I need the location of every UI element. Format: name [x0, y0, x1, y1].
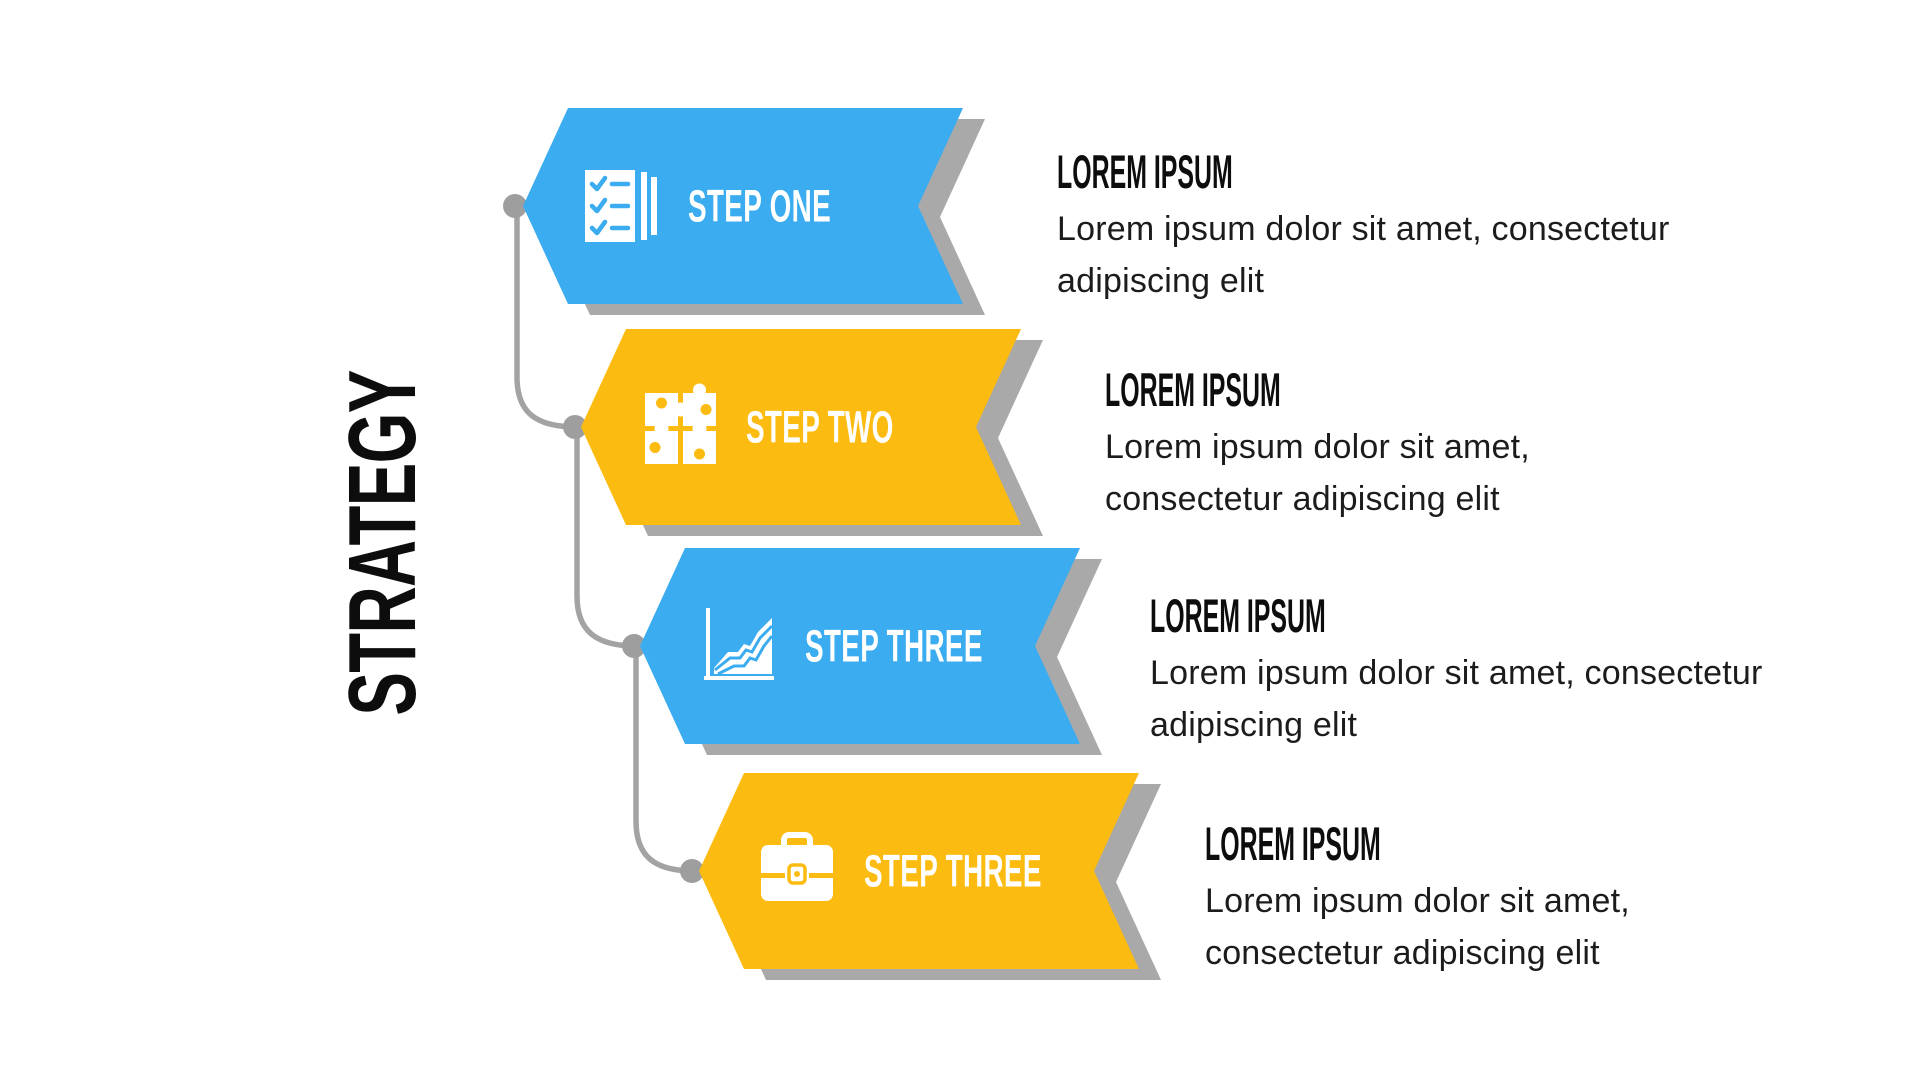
step-banner-1: STEP ONE	[523, 108, 987, 316]
description-heading: LOREM IPSUM	[1205, 817, 1381, 870]
step-description-1: LOREM IPSUM Lorem ipsum dolor sit amet, …	[1057, 148, 1677, 307]
step-description-2: LOREM IPSUM Lorem ipsum dolor sit amet,c…	[1105, 366, 1725, 525]
description-body: Lorem ipsum dolor sit amet,consectetur a…	[1105, 428, 1530, 518]
description-heading: LOREM IPSUM	[1150, 589, 1326, 642]
area-chart-icon	[704, 608, 774, 680]
node-dot-1	[503, 194, 527, 218]
puzzle-icon	[645, 383, 716, 464]
step-description-4: LOREM IPSUM Lorem ipsum dolor sit amet,c…	[1205, 820, 1825, 979]
description-heading: LOREM IPSUM	[1105, 363, 1281, 416]
node-dot-2	[563, 415, 587, 439]
banner-shape	[699, 773, 1139, 969]
description-body: Lorem ipsum dolor sit amet,consectetur a…	[1205, 882, 1630, 972]
step-label: STEP TWO	[746, 401, 894, 453]
node-dot-4	[680, 859, 704, 883]
step-label: STEP THREE	[864, 845, 1042, 897]
briefcase-icon	[761, 832, 833, 901]
banner-shape	[640, 548, 1080, 744]
step-label: STEP ONE	[688, 180, 832, 232]
checklist-icon	[585, 170, 657, 242]
banner-shape	[581, 329, 1021, 525]
step-banner-2: STEP TWO	[581, 329, 1045, 537]
step-label: STEP THREE	[805, 620, 983, 672]
step-banner-4: STEP THREE	[699, 773, 1163, 981]
step-banner-3: STEP THREE	[640, 548, 1104, 756]
banner-shape	[523, 108, 963, 304]
connector-segment-1	[514, 203, 580, 430]
description-heading: LOREM IPSUM	[1057, 145, 1233, 198]
step-description-3: LOREM IPSUM Lorem ipsum dolor sit amet, …	[1150, 592, 1770, 751]
node-dot-3	[622, 634, 646, 658]
